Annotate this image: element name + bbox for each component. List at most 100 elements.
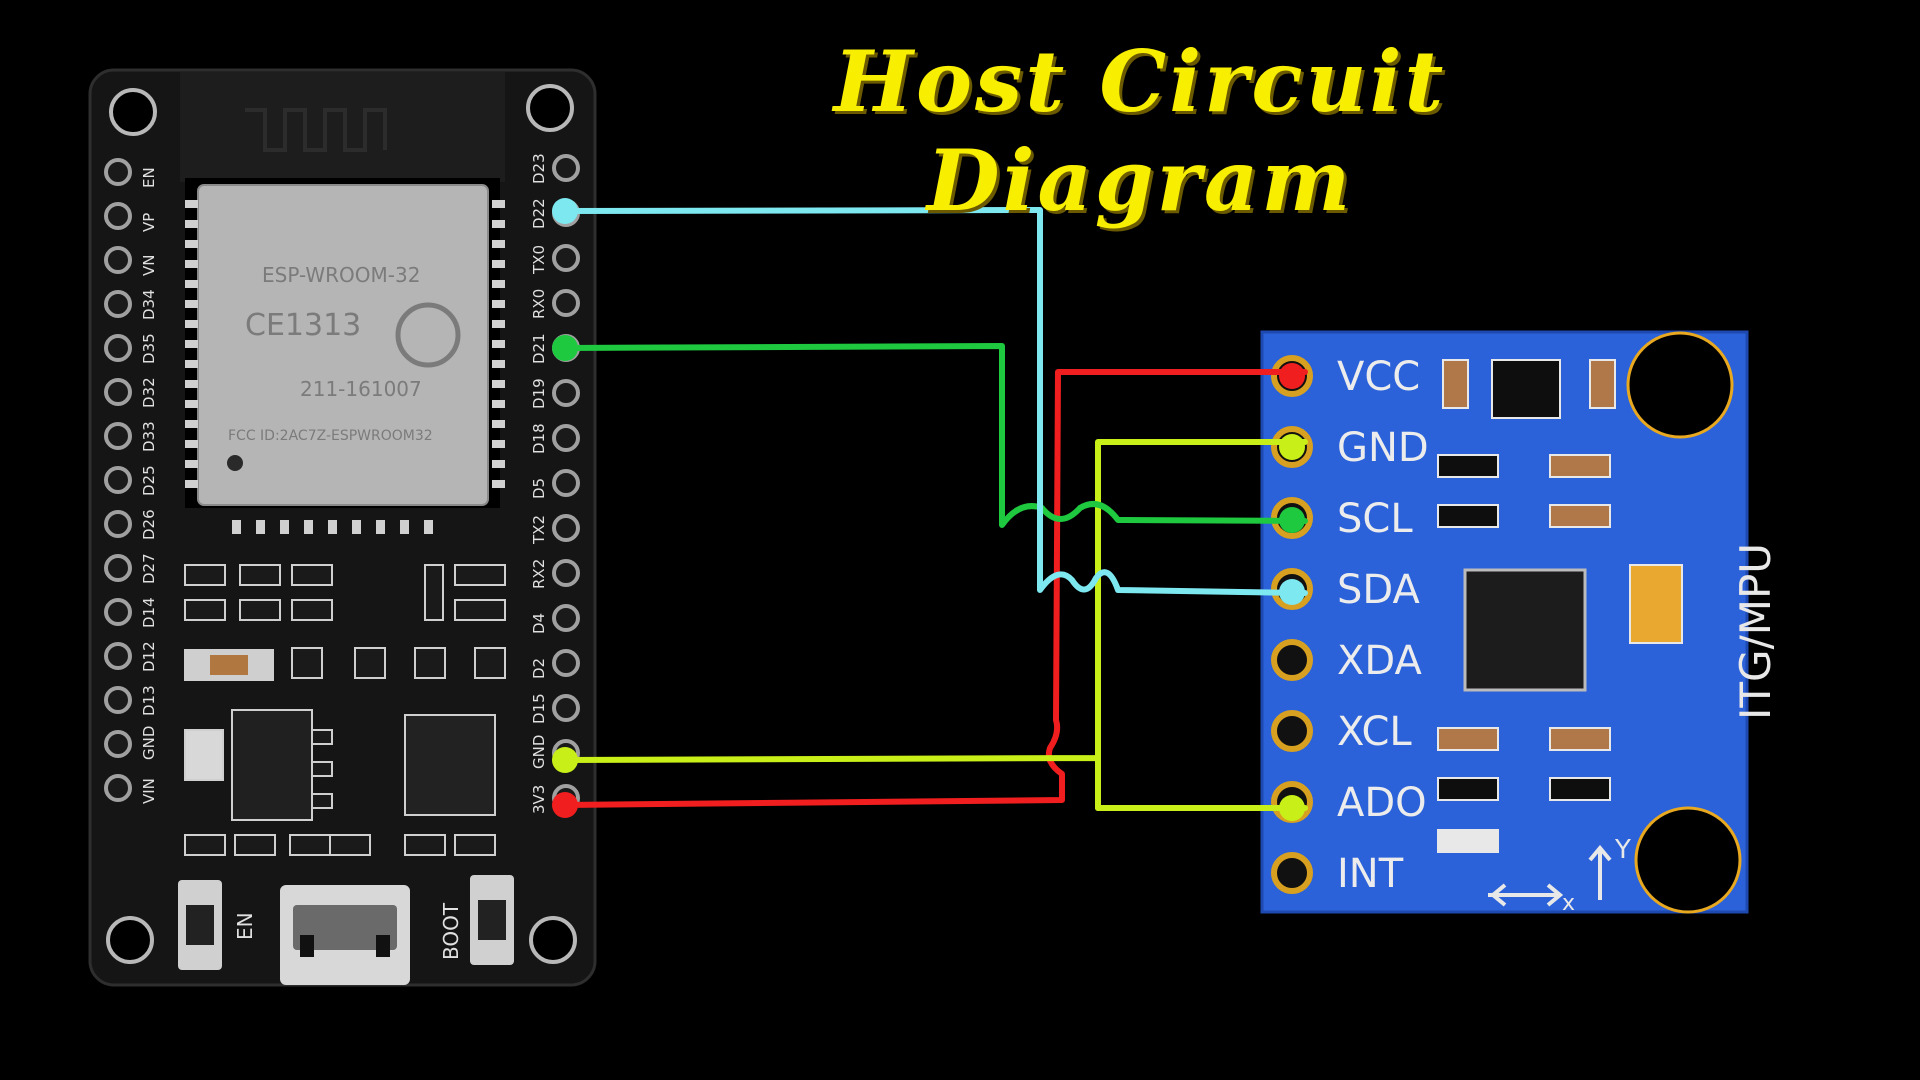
axis-y-label: Y	[1614, 835, 1631, 865]
esp32-pin-label: 3V3	[530, 785, 548, 814]
esp32-pin-label: D32	[140, 377, 158, 408]
esp32-pin-vn	[104, 246, 132, 274]
esp32-pin-d19	[552, 379, 580, 407]
dot-d22	[552, 198, 578, 224]
esp32-pin-d26	[104, 510, 132, 538]
wire-d21-to-scl	[562, 343, 1308, 528]
mpu-pin-label: XCL	[1337, 709, 1412, 755]
module-label: ESP-WROOM-32	[262, 263, 420, 287]
usb-port	[280, 885, 410, 985]
esp32-pin-d35	[104, 334, 132, 362]
wire-d22-to-sda	[562, 207, 1308, 596]
esp32-pin-label: GND	[140, 726, 158, 760]
esp32-board: ESP-WROOM-32 CE1313 211-161007 FCC ID:2A…	[88, 68, 597, 987]
espressif-logo	[395, 302, 461, 368]
dot-mpu-gnd	[1279, 434, 1305, 460]
mpu-chip	[1463, 568, 1587, 692]
fcc-id: FCC ID:2AC7Z-ESPWROOM32	[228, 428, 433, 444]
esp32-pin-label: D2	[530, 658, 548, 679]
mpu-pin-xcl	[1271, 710, 1313, 752]
esp32-pin-label: EN	[140, 167, 158, 188]
connection-points	[552, 198, 1305, 821]
boot-button: BOOT	[439, 875, 514, 965]
esp32-pin-label: D21	[530, 333, 548, 364]
mpu-pin-label: SDA	[1337, 567, 1420, 613]
esp32-pin-d4	[552, 604, 580, 632]
mpu-pin-xda	[1271, 639, 1313, 681]
mpu-pin-label: XDA	[1337, 638, 1423, 684]
esp32-pin-label: RX2	[530, 559, 548, 589]
esp32-pin-label: RX0	[530, 289, 548, 319]
esp32-pin-label: D18	[530, 423, 548, 454]
dot-vcc	[1279, 363, 1305, 389]
mpu-pin-label: ADO	[1337, 780, 1427, 826]
esp32-pin-d32	[104, 378, 132, 406]
esp32-pin-d5	[552, 469, 580, 497]
mounting-hole	[1626, 331, 1734, 439]
esp32-pin-label: D15	[530, 693, 548, 724]
cert-code: 211-161007	[300, 377, 422, 401]
mounting-holes	[106, 84, 577, 964]
esp32-pin-label: TX2	[530, 515, 548, 545]
wire-3v3-to-vcc	[562, 369, 1308, 808]
esp32-pin-en	[104, 158, 132, 186]
mpu-pin-label: VCC	[1337, 354, 1420, 400]
esp32-pin-label: D27	[140, 553, 158, 584]
esp32-pin-vin	[104, 774, 132, 802]
esp32-pin-label: VP	[140, 213, 158, 232]
mpu-pin-label: SCL	[1337, 496, 1413, 542]
esp32-pin-d13	[104, 686, 132, 714]
esp32-pin-label: D19	[530, 378, 548, 409]
svg-text:BOOT: BOOT	[439, 902, 463, 960]
esp32-pin-label: D14	[140, 597, 158, 628]
en-button: EN	[178, 880, 257, 970]
wires	[562, 207, 1308, 811]
esp32-pin-label: D22	[530, 198, 548, 229]
mpu-pin-int	[1271, 852, 1313, 894]
esp32-pin-d33	[104, 422, 132, 450]
esp32-pin-label: VN	[140, 255, 158, 276]
ce-mark: CE1313	[245, 308, 361, 343]
side-label: ITG/MPU	[1731, 543, 1780, 720]
page-title: Host Circuit Diagram	[833, 32, 1447, 230]
esp32-pin-label: D33	[140, 421, 158, 452]
esp32-pin-d14	[104, 598, 132, 626]
mpu-pin-label: GND	[1337, 425, 1429, 471]
smd-components	[184, 564, 506, 856]
axis-marker	[1488, 844, 1612, 907]
esp32-pin-label: D26	[140, 509, 158, 540]
esp32-pin-label: D4	[530, 613, 548, 634]
dot-d21	[552, 335, 578, 361]
esp32-pin-label: TX0	[530, 245, 548, 275]
esp32-left-header: ENVPVND34D35D32D33D25D26D27D14D12D13GNDV…	[104, 158, 158, 804]
esp32-right-header: D23D22TX0RX0D21D19D18D5TX2RX2D4D2D15GND3…	[530, 153, 580, 814]
esp32-pin-label: D23	[530, 153, 548, 184]
mpu-pin-label: INT	[1337, 851, 1404, 897]
esp32-pin-label: D34	[140, 289, 158, 320]
esp32-pin-d12	[104, 642, 132, 670]
dot-ado	[1279, 795, 1305, 821]
esp32-pin-d2	[552, 649, 580, 677]
esp32-pin-label: GND	[530, 735, 548, 769]
esp32-pin-d27	[104, 554, 132, 582]
esp32-pin-rx2	[552, 559, 580, 587]
esp32-pin-d23	[552, 154, 580, 182]
esp32-pin-label: D12	[140, 641, 158, 672]
esp32-pin-d34	[104, 290, 132, 318]
dot-gnd	[552, 747, 578, 773]
dot-3v3	[552, 792, 578, 818]
esp32-pin-d25	[104, 466, 132, 494]
esp32-pin-gnd	[104, 730, 132, 758]
esp32-pin-label: D35	[140, 333, 158, 364]
dot-scl	[1279, 507, 1305, 533]
esp32-pin-d15	[552, 694, 580, 722]
esp32-pin-tx2	[552, 514, 580, 542]
mounting-hole	[1634, 806, 1742, 914]
esp32-pin-d18	[552, 424, 580, 452]
esp32-pin-label: D13	[140, 685, 158, 716]
esp32-pin-label: VIN	[140, 778, 158, 804]
esp32-pin-rx0	[552, 289, 580, 317]
dot-sda	[1279, 579, 1305, 605]
